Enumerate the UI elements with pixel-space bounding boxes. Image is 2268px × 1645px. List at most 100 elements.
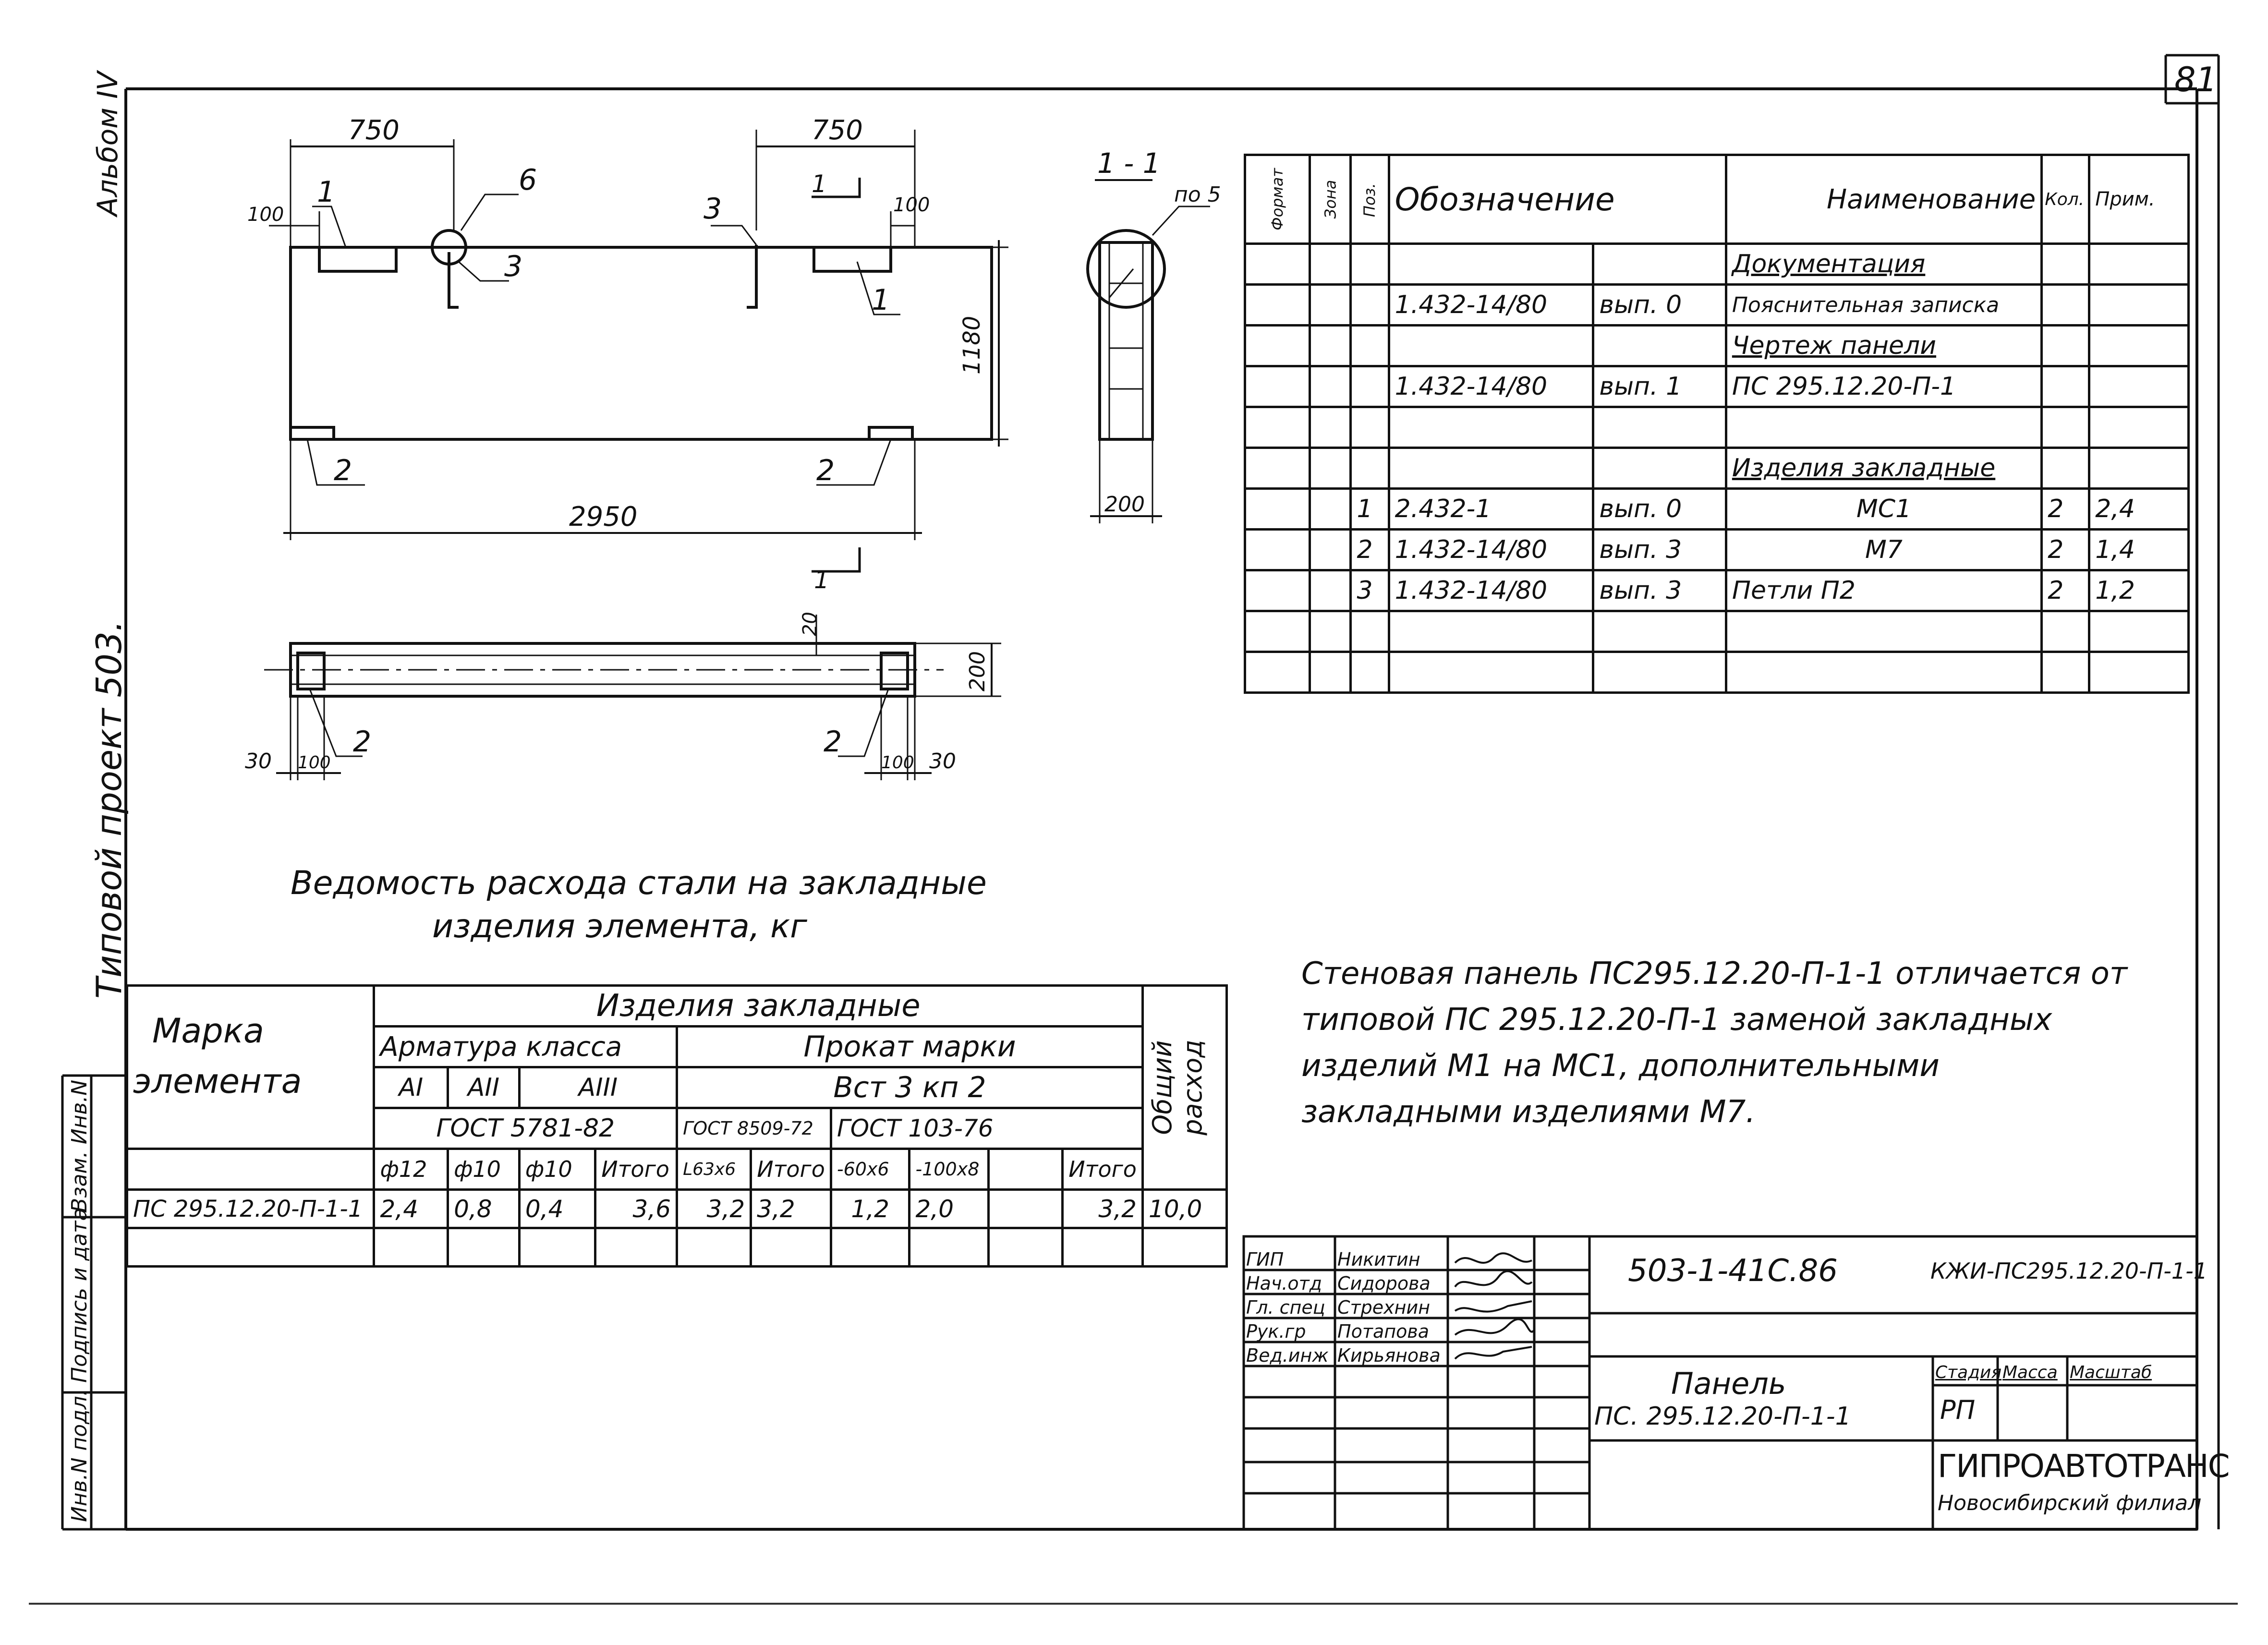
dim-30-right: 30 xyxy=(929,749,956,774)
note-line: типовой ПС 295.12.20-П-1 заменой закладн… xyxy=(1301,1002,2052,1038)
spec-row xyxy=(1244,651,2190,694)
statement-title-line2: изделия элемента, кг xyxy=(432,907,807,945)
title-stage: РП xyxy=(1940,1395,1976,1425)
statement-sub xyxy=(987,1148,1064,1191)
statement-title-line1: Ведомость расхода стали на закладные xyxy=(291,864,987,902)
specification-table: Формат Зона Поз. Обозначение Наименовани… xyxy=(1244,154,2190,694)
callout-3-left: 3 xyxy=(504,250,522,283)
statement-h-aii: АII xyxy=(447,1066,521,1109)
statement-h-gost103: ГОСТ 103-76 xyxy=(829,1107,1144,1150)
callout-2-left: 2 xyxy=(334,454,352,487)
statement-sub: -100x8 xyxy=(908,1148,990,1191)
title-item-line1: Панель xyxy=(1671,1366,1786,1401)
statement-sub: -60x6 xyxy=(829,1148,911,1191)
statement-h-mark1: Марка xyxy=(152,1011,264,1051)
statement-h-rebar: Арматура класса xyxy=(373,1025,679,1068)
callout-section-ref: по 5 xyxy=(1174,182,1221,207)
staff-role: ГИП xyxy=(1246,1249,1284,1270)
statement-sub: L63x6 xyxy=(676,1148,752,1191)
spec-h-designation: Обозначение xyxy=(1387,154,1727,245)
staff-name: Потапова xyxy=(1337,1321,1430,1342)
spec-row: Изделия закладные xyxy=(1244,447,2190,490)
staff-name: Стрехнин xyxy=(1337,1297,1431,1318)
spec-header-row: Формат Зона Поз. Обозначение Наименовани… xyxy=(1244,154,2190,245)
title-h-stage: Стадия xyxy=(1935,1363,2002,1382)
staff-name: Никитин xyxy=(1337,1249,1420,1270)
title-h-scale: Масштаб xyxy=(2070,1363,2152,1382)
statement-row-mark: ПС 295.12.20-П-1-1 xyxy=(125,1188,376,1229)
dim-100-plan-right: 100 xyxy=(881,753,914,773)
title-doc: КЖИ-ПС295.12.20-П-1-1 xyxy=(1930,1258,2207,1284)
note-line: закладными изделиями М7. xyxy=(1301,1094,1756,1130)
staff-roles: ГИП Нач.отд Гл. спец Рук.гр Вед.инж xyxy=(1246,1247,1329,1367)
title-item-line2: ПС. 295.12.20-П-1-1 xyxy=(1594,1402,1851,1431)
plate-top-right xyxy=(813,246,892,273)
staff-name: Кирьянова xyxy=(1337,1345,1441,1366)
statement-h-mark2: элемента xyxy=(133,1062,302,1101)
statement-h-ai: АI xyxy=(373,1066,449,1109)
callout-1-left: 1 xyxy=(317,175,335,209)
note-line: Стеновая панель ПС295.12.20-П-1-1 отлича… xyxy=(1301,956,2128,992)
staff-names: Никитин Сидорова Стрехнин Потапова Кирья… xyxy=(1337,1247,1441,1367)
callout-1-right: 1 xyxy=(872,283,890,317)
dim-100-left: 100 xyxy=(247,204,284,226)
spec-row: Чертеж панели xyxy=(1244,324,2190,367)
dim-750-left: 750 xyxy=(348,115,400,146)
note-line: изделий М1 на МС1, дополнительными xyxy=(1301,1048,1940,1084)
statement-h-aiii: АIII xyxy=(518,1066,679,1109)
title-h-mass: Масса xyxy=(2002,1363,2058,1382)
spec-h-note: Прим. xyxy=(2088,154,2190,245)
dim-20-plan: 20 xyxy=(799,612,821,636)
statement-sub: ф10 xyxy=(447,1148,521,1191)
dim-200-plan: 200 xyxy=(965,651,990,691)
statement-sub: Итого xyxy=(594,1148,679,1191)
note-text: Стеновая панель ПС295.12.20-П-1-1 отлича… xyxy=(1301,951,2190,1135)
statement-h-steel: Вст 3 кп 2 xyxy=(676,1066,1144,1109)
dim-2950: 2950 xyxy=(569,501,638,532)
statement-sub: ф12 xyxy=(373,1148,449,1191)
staff-role: Рук.гр xyxy=(1246,1321,1306,1342)
page-number: 81 xyxy=(2174,60,2218,99)
statement-h-rolled: Прокат марки xyxy=(676,1025,1144,1068)
section-title: 1 - 1 xyxy=(1097,147,1161,180)
staff-role: Вед.инж xyxy=(1246,1345,1329,1366)
spec-h-name: Наименование xyxy=(1724,154,2043,245)
callout-plan-2-left: 2 xyxy=(353,725,371,759)
dim-750-right: 750 xyxy=(812,115,863,146)
statement-h-gost5781: ГОСТ 5781-82 xyxy=(373,1107,679,1150)
statement-h-gost8509: ГОСТ 8509-72 xyxy=(676,1107,832,1150)
callout-2-right: 2 xyxy=(816,454,835,487)
callout-6: 6 xyxy=(519,163,537,197)
staff-role: Нач.отд xyxy=(1246,1273,1322,1294)
callout-3-right: 3 xyxy=(703,192,722,226)
spec-row xyxy=(1244,406,2190,449)
staff-role: Гл. спец xyxy=(1246,1297,1325,1318)
statement-sub: Итого xyxy=(750,1148,832,1191)
cut-mark-bottom: 1 xyxy=(814,566,829,594)
title-org: ГИПРОАВТОТРАНС xyxy=(1938,1448,2230,1485)
plate-top-left xyxy=(318,246,398,273)
spec-row: Документация xyxy=(1244,242,2190,286)
title-branch: Новосибирский филиал xyxy=(1938,1491,2202,1515)
signatures xyxy=(1454,1252,1535,1360)
staff-name: Сидорова xyxy=(1337,1273,1431,1294)
statement-sub: ф10 xyxy=(518,1148,597,1191)
title-code: 503-1-41С.86 xyxy=(1628,1253,1838,1289)
statement-data-row: ПС 295.12.20-П-1-1 2,4 0,8 0,4 3,6 3,2 3… xyxy=(125,1188,1228,1229)
dim-100-right: 100 xyxy=(893,194,930,216)
dim-200-section: 200 xyxy=(1104,492,1145,517)
dim-1180: 1180 xyxy=(958,316,985,375)
section-detail-circle xyxy=(1086,229,1166,309)
steel-statement-table: Марка элемента Изделия закладные Общий р… xyxy=(125,984,1228,1268)
panel-elevation-outline xyxy=(289,246,993,441)
spec-row xyxy=(1244,610,2190,653)
statement-sub: Итого xyxy=(1061,1148,1144,1191)
statement-h-items: Изделия закладные xyxy=(373,984,1144,1028)
